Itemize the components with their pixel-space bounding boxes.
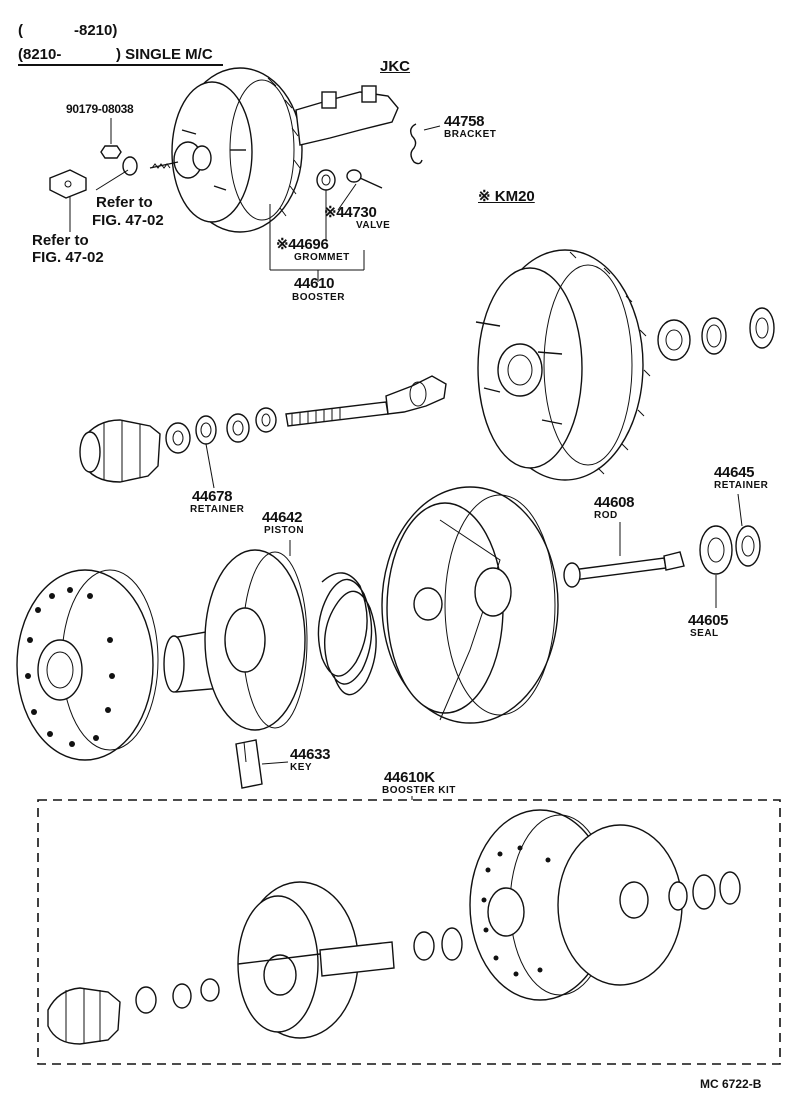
booster-kit-box [37, 796, 781, 1065]
part-44610k-number: 44610K [384, 769, 435, 786]
header-line2-close: ) SINGLE M/C [116, 46, 213, 63]
part-44678-caption: RETAINER [190, 504, 245, 515]
part-44608-number: 44608 [594, 494, 635, 511]
ref2-line1: Refer to [32, 232, 89, 249]
part-44642-caption: PISTON [264, 525, 305, 536]
header-line1-code: -8210) [74, 22, 118, 39]
part-44610-caption: BOOSTER [292, 292, 345, 303]
part-44678-number: 44678 [192, 488, 233, 505]
part-44633-caption: KEY [290, 762, 313, 773]
part-44608-caption: ROD [594, 510, 618, 521]
header-underline [18, 64, 223, 66]
variant-jkc-label: JKC [380, 58, 411, 75]
part-44610-number: 44610 [294, 275, 335, 292]
footer-diagram-code: MC 6722-B [700, 1077, 762, 1091]
part-44645-number: 44645 [714, 464, 755, 481]
part-44642-number: 44642 [262, 509, 303, 526]
variant-km20-label: ※ KM20 [478, 188, 535, 205]
part-90179-number: 90179-08038 [66, 102, 134, 116]
part-44633-number: 44633 [290, 746, 331, 763]
ref2-line2: FIG. 47-02 [32, 249, 104, 266]
header-line2-open: (8210- [18, 46, 62, 63]
part-44758-number: 44758 [444, 113, 485, 130]
part-44730-caption: VALVE [356, 220, 391, 231]
ref1-line2: FIG. 47-02 [92, 212, 164, 229]
part-44758-caption: BRACKET [444, 129, 497, 140]
header-line1-open: ( [18, 22, 23, 39]
part-44605-number: 44605 [688, 612, 729, 629]
part-44605-caption: SEAL [690, 628, 719, 639]
part-44610k-caption: BOOSTER KIT [382, 785, 456, 796]
main-booster-exploded [16, 486, 761, 789]
km20-exploded-row [79, 249, 775, 489]
part-44645-caption: RETAINER [714, 480, 769, 491]
top-booster-assembly [49, 67, 441, 282]
part-44696-caption: GROMMET [294, 252, 350, 263]
part-44696-number: ※44696 [276, 236, 329, 253]
ref1-line1: Refer to [96, 194, 153, 211]
part-44730-number: ※44730 [324, 204, 377, 221]
